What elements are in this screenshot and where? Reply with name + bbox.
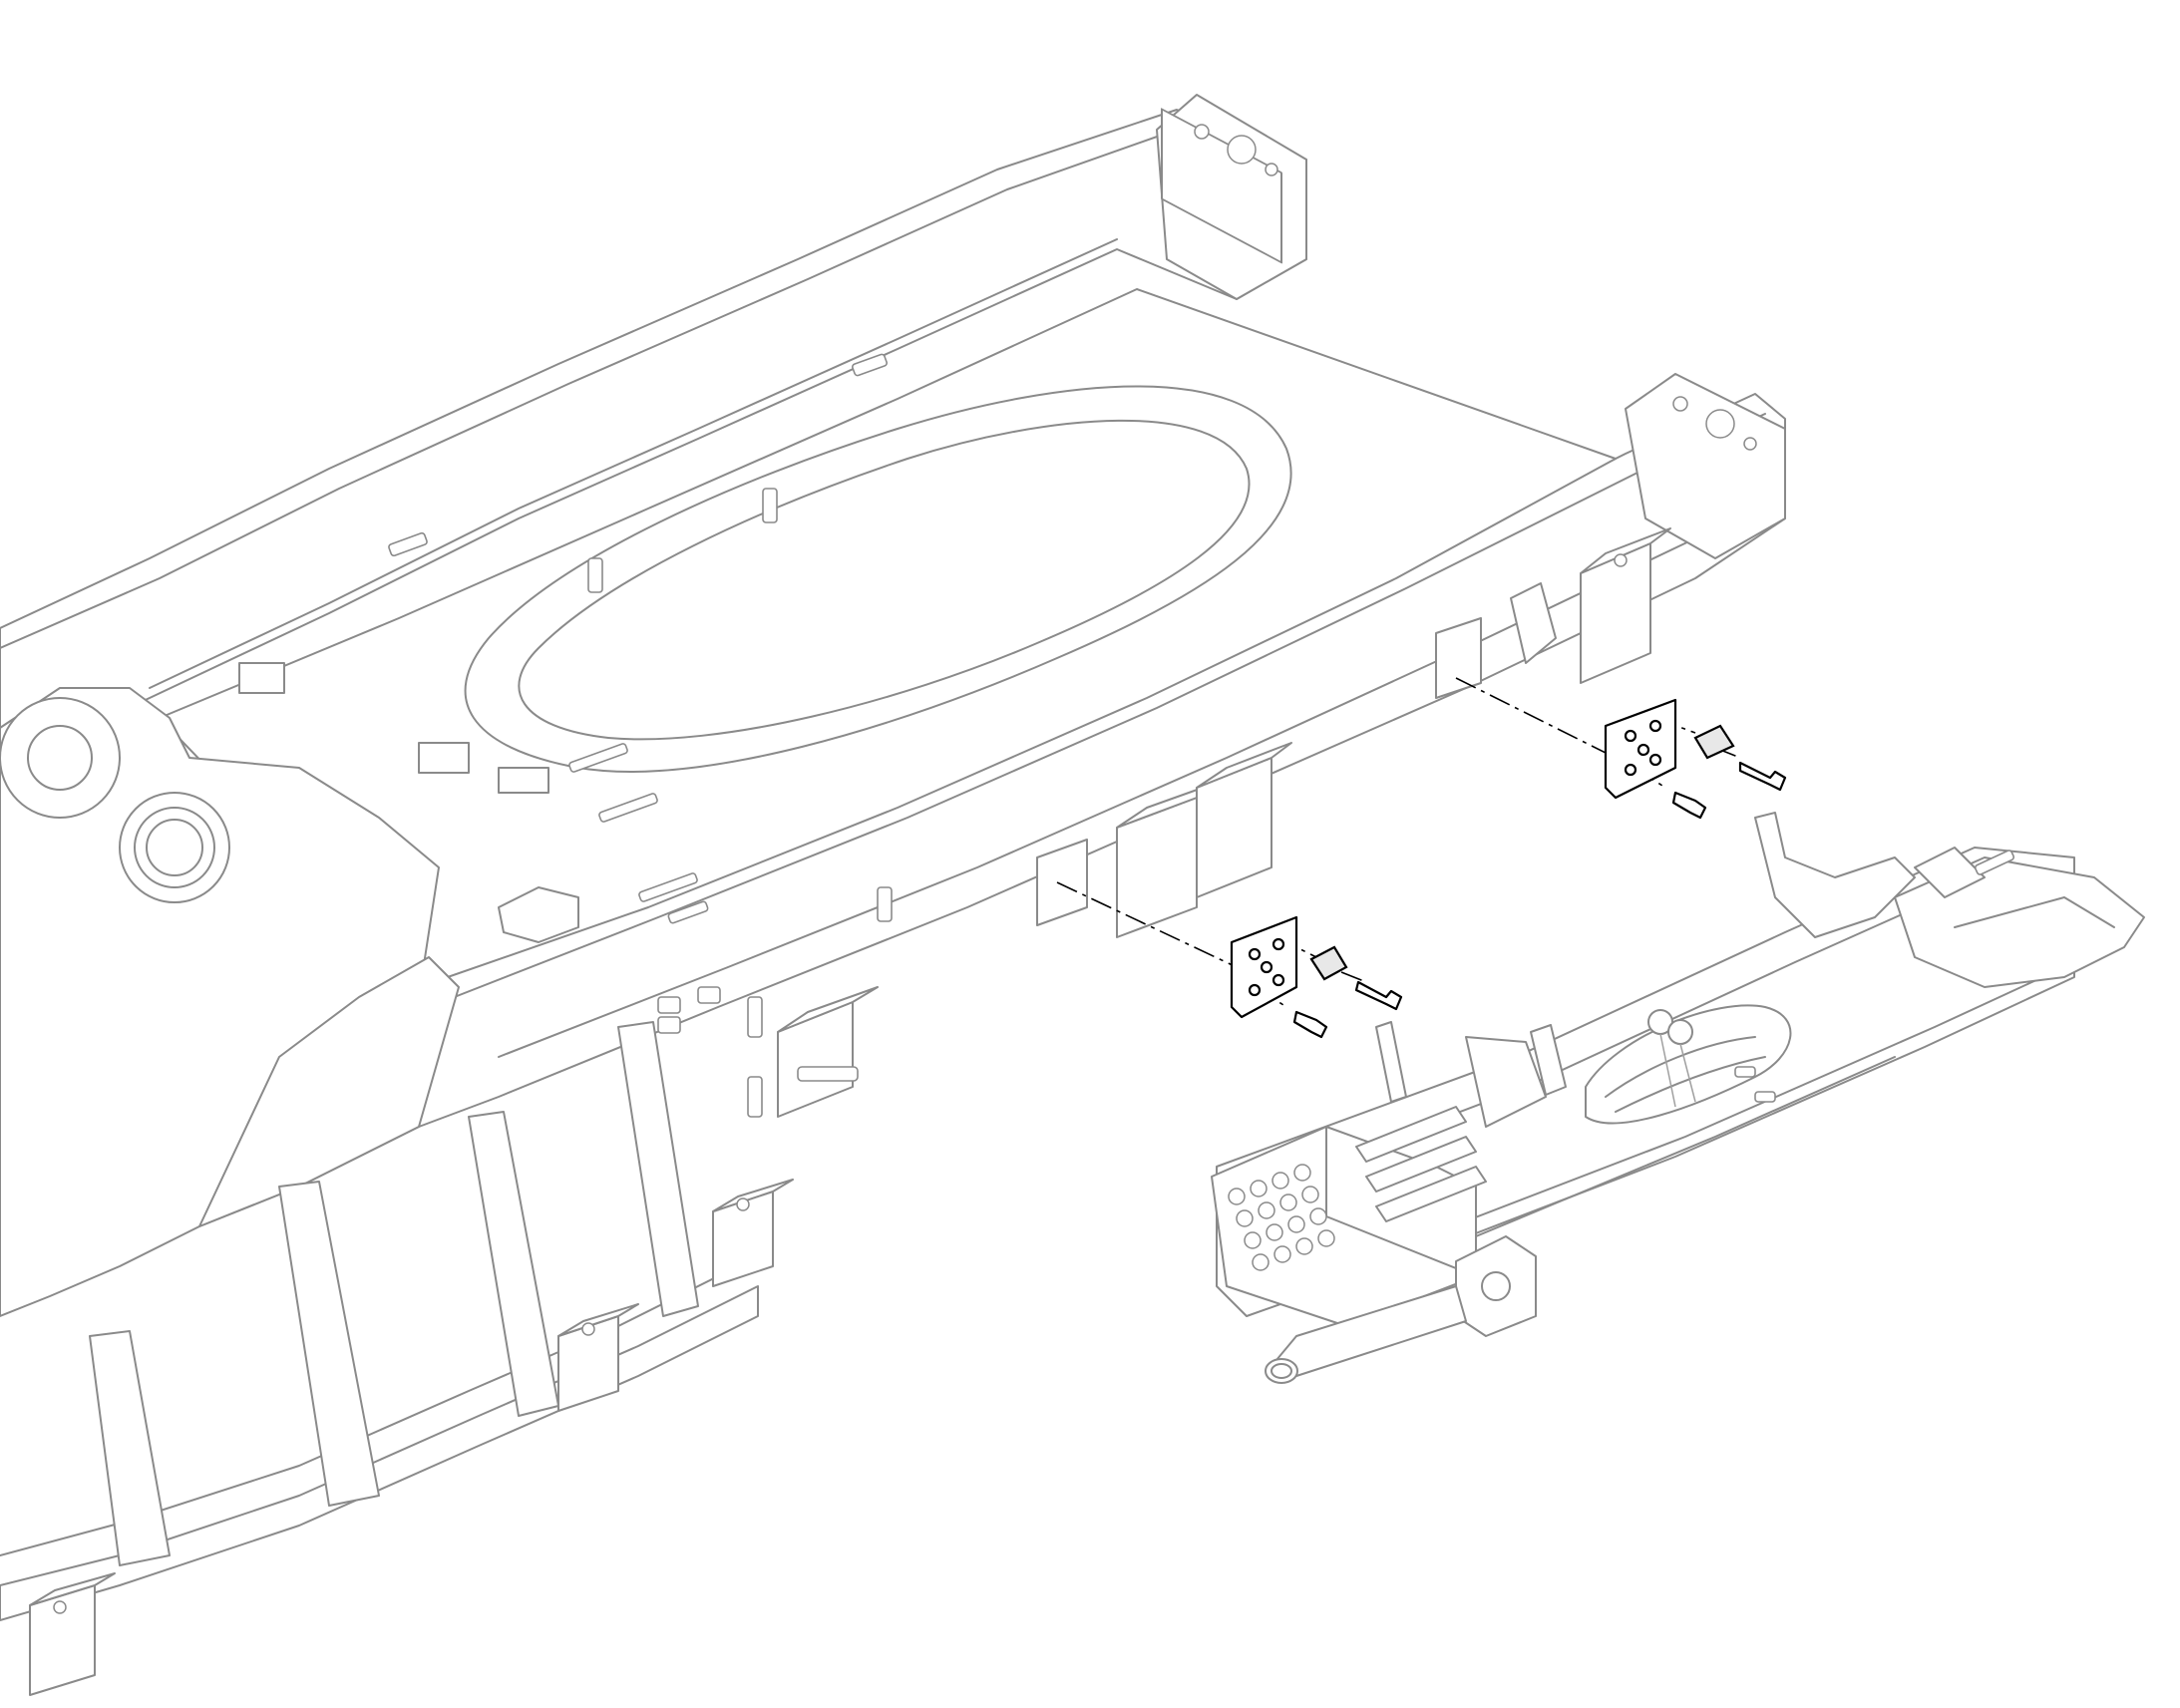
lower-assembly bbox=[1056, 881, 1403, 1039]
lower-bolt bbox=[1354, 980, 1403, 1011]
upper-bolt bbox=[1738, 761, 1787, 792]
upper-assembly bbox=[1455, 677, 1787, 820]
main-frame bbox=[0, 94, 1786, 1696]
lower-chassis bbox=[1211, 812, 2145, 1384]
upper-screw bbox=[1671, 791, 1707, 820]
lower-bushing bbox=[1309, 945, 1348, 981]
upper-bushing bbox=[1693, 724, 1735, 760]
lower-screw bbox=[1292, 1010, 1328, 1039]
